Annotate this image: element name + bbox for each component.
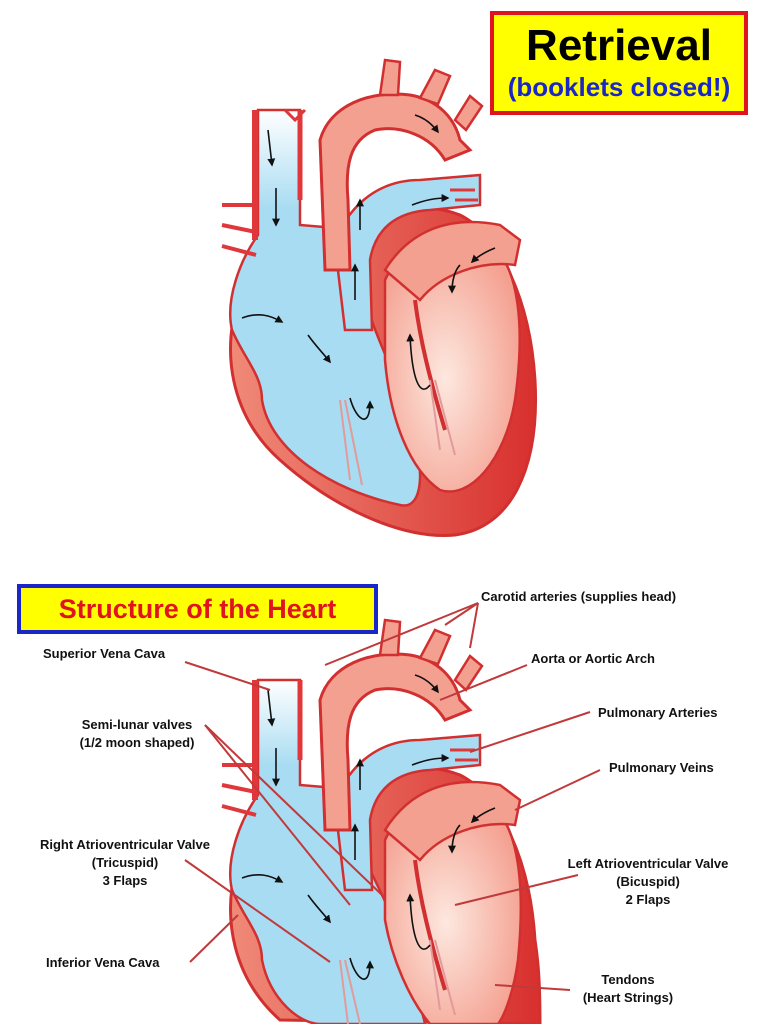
structure-title: Structure of the Heart [58,594,337,624]
leader-right-av [184,859,331,963]
label-left-av-line1: Left Atrioventricular Valve [567,856,729,871]
retrieval-title: Retrieval [526,21,712,70]
retrieval-banner: Retrieval (booklets closed!) [490,11,748,115]
label-pulmonary-veins: Pulmonary Veins [609,760,714,775]
label-right-av-valve: Right Atrioventricular Valve (Tricuspid)… [25,836,225,890]
label-left-av-line2: (Bicuspid) [616,874,680,889]
label-superior-vena-cava: Superior Vena Cava [43,646,166,661]
label-left-av-valve: Left Atrioventricular Valve (Bicuspid) 2… [551,855,745,909]
label-right-av-line2: (Tricuspid) [91,855,159,870]
leader-semilunar-right [204,724,383,896]
label-inferior-vena-cava: Inferior Vena Cava [46,955,160,970]
leader-aorta [439,664,528,701]
label-right-av-line1: Right Atrioventricular Valve [39,837,210,852]
leader-semilunar-left [204,724,351,906]
leader-pulmonary-veins [514,769,601,811]
retrieval-subtitle: (booklets closed!) [507,72,731,102]
label-semilunar-line1: Semi-lunar valves [81,717,193,732]
leader-carotid-right [469,602,479,649]
structure-banner: Structure of the Heart [17,584,378,634]
leader-superior-vena-cava [184,661,271,691]
leader-tendons [494,984,571,991]
label-pulmonary-arteries: Pulmonary Arteries [598,705,718,720]
label-carotid-arteries: Carotid arteries (supplies head) [481,589,677,604]
label-tendons-line2: (Heart Strings) [582,990,674,1005]
heart-diagram-bottom [221,618,542,1024]
label-tendons-line1: Tendons [601,972,655,987]
label-tendons: Tendons (Heart Strings) [566,971,690,1007]
label-semilunar-line2: (1/2 moon shaped) [79,735,195,750]
label-right-av-line3: 3 Flaps [102,873,148,888]
leader-left-av [454,874,579,906]
leader-inferior-vena-cava [189,914,239,963]
leader-pulmonary-arteries [469,711,591,753]
label-left-av-line3: 2 Flaps [625,892,671,907]
heart-diagram-top [221,58,538,537]
label-aorta: Aorta or Aortic Arch [531,651,655,666]
leader-carotid-left [324,602,479,666]
label-semilunar-valves: Semi-lunar valves (1/2 moon shaped) [62,716,212,752]
